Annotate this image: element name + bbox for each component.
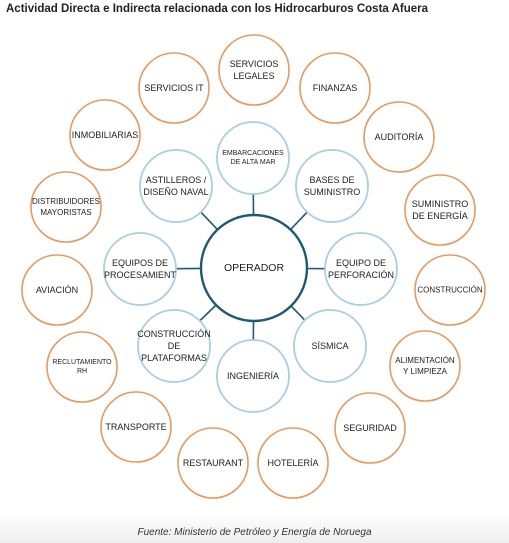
inner-node-construccion-plataformas-label: CONSTRUCCIÓN <box>137 329 211 339</box>
outer-node-circle <box>218 34 290 106</box>
outer-node-distribuidores-label: DISTRIBUIDORES <box>32 197 100 206</box>
outer-node-transporte-label: TRANSPORTE <box>105 422 166 432</box>
outer-node-auditoria-label: AUDITORÍA <box>375 132 424 142</box>
outer-node-circle <box>69 99 141 171</box>
outer-node-hoteleria-label: HOTELERÍA <box>267 458 318 468</box>
outer-node-transporte: TRANSPORTE <box>100 391 172 463</box>
outer-node-circle <box>30 171 102 243</box>
outer-node-restaurant-label: RESTAURANT <box>183 458 244 468</box>
footer-band <box>0 513 509 543</box>
inner-node-circle <box>103 232 177 306</box>
outer-node-alimentacion-label: ALIMENTACIÓN <box>395 356 455 365</box>
diagram-title: Actividad Directa e Indirecta relacionad… <box>6 3 429 15</box>
inner-node-astilleros: ASTILLEROS / DISEÑO NAVAL <box>139 149 213 223</box>
outer-node-servicios-legales: SERVICIOS LEGALES <box>218 34 290 106</box>
outer-node-aviacion-label: AVIACIÓN <box>36 285 78 295</box>
outer-node-circle <box>414 254 486 326</box>
outer-node-distribuidores: DISTRIBUIDORES MAYORISTAS <box>30 171 102 243</box>
inner-node-equipos-procesamiento: EQUIPOS DE PROCESAMIENT <box>103 232 177 306</box>
connector-astilleros <box>200 211 219 231</box>
inner-node-sismica-label: SÍSMICA <box>311 341 348 351</box>
inner-node-circle <box>216 339 290 413</box>
inner-node-bases-label: BASES DE <box>309 175 354 185</box>
inner-node-ingenieria-label: INGENIERÍA <box>227 371 279 381</box>
center-node-operador: OPERADOR <box>199 213 309 323</box>
outer-node-aviacion: AVIACIÓN <box>21 254 93 326</box>
outer-node-servicios-legales-label: SERVICIOS <box>230 59 279 69</box>
inner-node-sismica: SÍSMICA <box>293 309 367 383</box>
outer-ring-group: SERVICIOS LEGALES FINANZAS AUDITORÍA SUMINIS… <box>21 34 486 499</box>
outer-node-reclutamiento-label: RH <box>77 368 87 375</box>
outer-node-servicios-legales-label: LEGALES <box>233 71 274 81</box>
outer-node-circle <box>138 52 210 124</box>
outer-node-reclutamiento-label: RECLUTAMIENTO <box>52 359 112 366</box>
connector-construccion-plataformas <box>199 304 217 322</box>
inner-node-equipos-procesamiento-label: EQUIPOS DE <box>112 258 168 268</box>
inner-node-circle <box>293 309 367 383</box>
inner-node-embarcaciones: EMBARCACIONES DE ALTA MAR <box>216 121 290 195</box>
inner-node-astilleros-label: DISEÑO NAVAL <box>143 187 208 197</box>
center-node-label: OPERADOR <box>224 262 285 274</box>
outer-node-reclutamiento: RECLUTAMIENTO RH <box>46 331 118 403</box>
inner-node-circle <box>137 309 211 383</box>
inner-node-circle <box>324 232 398 306</box>
outer-node-circle <box>404 174 476 246</box>
outer-node-circle <box>363 101 435 173</box>
connector-lines <box>175 193 326 341</box>
outer-node-circle <box>257 427 329 499</box>
inner-node-construccion-plataformas-label: PLATAFORMAS <box>141 353 207 363</box>
outer-node-auditoria: AUDITORÍA <box>363 101 435 173</box>
outer-node-inmobiliarias: INMOBILIARIAS <box>69 99 141 171</box>
outer-node-restaurant: RESTAURANT <box>177 427 249 499</box>
inner-node-construccion-plataformas: CONSTRUCCIÓN DE PLATAFORMAS <box>137 309 211 383</box>
outer-node-suministro-energia: SUMINISTRO DE ENERGÍA <box>404 174 476 246</box>
inner-node-circle <box>139 149 213 223</box>
outer-node-distribuidores-label: MAYORISTAS <box>40 208 91 217</box>
inner-ring-group: EMBARCACIONES DE ALTA MAR BASES DE SUMINIST… <box>103 121 398 413</box>
outer-node-inmobiliarias-label: INMOBILIARIAS <box>72 130 139 140</box>
outer-node-suministro-energia-label: SUMINISTRO <box>412 199 469 209</box>
outer-node-hoteleria: HOTELERÍA <box>257 427 329 499</box>
outer-node-seguridad: SEGURIDAD <box>334 392 406 464</box>
inner-node-circle <box>216 121 290 195</box>
outer-node-construccion: CONSTRUCCIÓN <box>414 254 486 326</box>
outer-node-servicios-it: SERVICIOS IT <box>138 52 210 124</box>
outer-node-circle <box>177 427 249 499</box>
inner-node-circle <box>295 149 369 223</box>
outer-node-circle <box>46 331 118 403</box>
outer-node-circle <box>389 330 461 402</box>
inner-node-construccion-plataformas-label: DE <box>168 341 181 351</box>
outer-node-alimentacion: ALIMENTACIÓN Y LIMPIEZA <box>389 330 461 402</box>
outer-node-circle <box>334 392 406 464</box>
outer-node-construccion-label: CONSTRUCCIÓN <box>417 286 483 295</box>
center-node-circle <box>199 213 309 323</box>
inner-node-embarcaciones-label: DE ALTA MAR <box>231 159 276 166</box>
connector-bases <box>289 211 308 231</box>
center-group: OPERADOR <box>199 213 309 323</box>
connector-sismica <box>290 305 306 321</box>
outer-node-finanzas: FINANZAS <box>299 52 371 124</box>
outer-node-seguridad-label: SEGURIDAD <box>343 423 397 433</box>
inner-node-equipos-procesamiento-label: PROCESAMIENT <box>104 270 177 280</box>
outer-node-servicios-it-label: SERVICIOS IT <box>144 83 204 93</box>
outer-node-circle <box>100 391 172 463</box>
outer-node-suministro-energia-label: DE ENERGÍA <box>412 211 468 221</box>
outer-node-finanzas-label: FINANZAS <box>313 83 358 93</box>
source-note: Fuente: Ministerio de Petróleo y Energía… <box>137 527 372 538</box>
inner-node-equipo-perforacion-label: PERFORACIÓN <box>328 270 394 280</box>
ecosystem-diagram: SERVICIOS LEGALES FINANZAS AUDITORÍA SUMINIS… <box>21 34 486 499</box>
inner-node-astilleros-label: ASTILLEROS / <box>146 175 207 185</box>
outer-node-circle <box>21 254 93 326</box>
inner-node-embarcaciones-label: EMBARCACIONES <box>222 150 284 157</box>
inner-node-bases: BASES DE SUMINISTRO <box>295 149 369 223</box>
inner-node-bases-label: SUMINISTRO <box>304 187 361 197</box>
outer-node-circle <box>299 52 371 124</box>
inner-node-equipo-perforacion: EQUIPO DE PERFORACIÓN <box>324 232 398 306</box>
inner-node-ingenieria: INGENIERÍA <box>216 339 290 413</box>
inner-node-equipo-perforacion-label: EQUIPO DE <box>336 258 386 268</box>
outer-node-alimentacion-label: Y LIMPIEZA <box>403 367 448 376</box>
